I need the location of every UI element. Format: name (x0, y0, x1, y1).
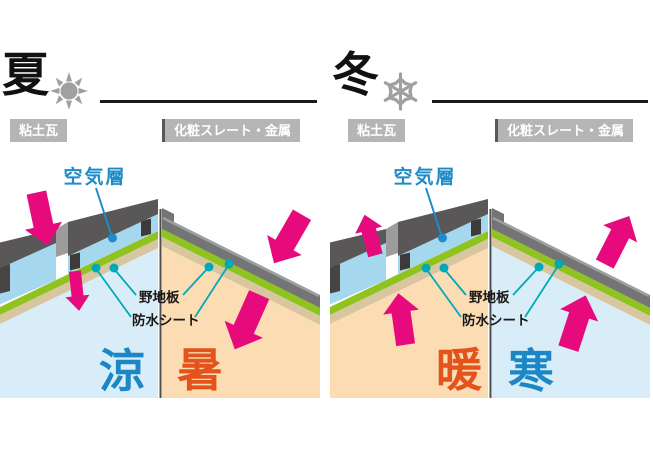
waterproof-label: 防水シート (132, 312, 200, 328)
sun-icon (50, 71, 88, 109)
summer-title: 夏 (2, 48, 49, 103)
air-layer (0, 243, 56, 305)
air-layer (68, 214, 158, 274)
summer-section: 夏 粘土瓦 化粧スレート・金属 (0, 48, 320, 398)
slate-layer (492, 216, 650, 308)
leader-lines (421, 187, 564, 318)
air-layer (330, 243, 386, 305)
interior-state-warm: 暖 (436, 343, 483, 397)
interior-state-cool: 涼 (99, 344, 145, 398)
heat-arrow-in-large (267, 209, 312, 264)
air-layer (398, 214, 488, 274)
panel-divider (489, 209, 492, 398)
interior-state-hot: 暑 (177, 343, 223, 397)
sheathing-dot (204, 262, 214, 272)
heat-arrow-out-large (595, 215, 638, 269)
sheathing-dot (534, 262, 544, 272)
clay-tile-row (68, 199, 158, 256)
interior-cool (0, 248, 158, 398)
sheathing-board-layer (492, 237, 650, 325)
waterproof-dot (224, 259, 234, 269)
tile-step-face (386, 222, 398, 257)
roof-type-badge-clay: 粘土瓦 (10, 119, 68, 142)
heat-arrow-in-large (24, 190, 63, 246)
waterproof-sheet-layer (492, 229, 650, 316)
air-layer-label: 空気層 (63, 165, 126, 188)
slate-layer (162, 216, 320, 308)
tile-batten (471, 218, 481, 237)
header-rule (100, 100, 317, 103)
sheathing-board-layer (162, 237, 320, 325)
sheathing-label: 野地板 (139, 289, 180, 305)
waterproof-dot (91, 263, 101, 273)
roof-type-badge-slate: 化粧スレート・金属 (162, 119, 301, 142)
panel-divider (159, 209, 162, 398)
waterproof-dot (554, 259, 564, 269)
air-layer-dot (438, 233, 447, 243)
winter-section: 冬 粘土瓦 化粧スレート・金属 (330, 0, 653, 461)
tile-batten (400, 252, 410, 271)
air-layer-dot (108, 233, 117, 243)
sheathing-dot (109, 263, 119, 273)
waterproof-label: 防水シート (462, 312, 530, 328)
sheathing-dot (439, 263, 449, 273)
heat-arrow-through-large (224, 290, 270, 350)
air-layer-label: 空気層 (393, 165, 456, 188)
snowflake-icon (383, 72, 418, 111)
waterproof-sheet-layer (330, 231, 488, 315)
roof-type-badge-slate: 化粧スレート・金属 (495, 119, 634, 142)
leader-lines (91, 187, 234, 318)
heat-arrows (24, 190, 312, 350)
header-rule (432, 100, 648, 103)
heat-arrows (355, 214, 638, 352)
clay-tile-row (398, 199, 488, 256)
sheathing-board-layer (330, 239, 488, 324)
sheathing-label: 野地板 (469, 289, 510, 305)
tile-batten (70, 252, 80, 271)
winter-title: 冬 (332, 48, 379, 103)
heat-arrow-through-small (65, 270, 90, 311)
tile-batten (141, 218, 151, 237)
interior-state-cold: 寒 (508, 344, 554, 398)
heat-arrow-escape-large (558, 295, 599, 352)
waterproof-sheet-layer (162, 229, 320, 316)
roof-type-badge-clay: 粘土瓦 (348, 119, 406, 142)
waterproof-dot (421, 263, 431, 273)
heat-arrow-out-small (355, 214, 383, 258)
heat-arrow-escape (383, 293, 419, 347)
tile-step-face (56, 222, 68, 257)
summer-diagram: 空気層 野地板 防水シート 涼 暑 (0, 165, 320, 398)
winter-diagram: 空気層 野地板 防水シート 暖 寒 (330, 165, 650, 398)
